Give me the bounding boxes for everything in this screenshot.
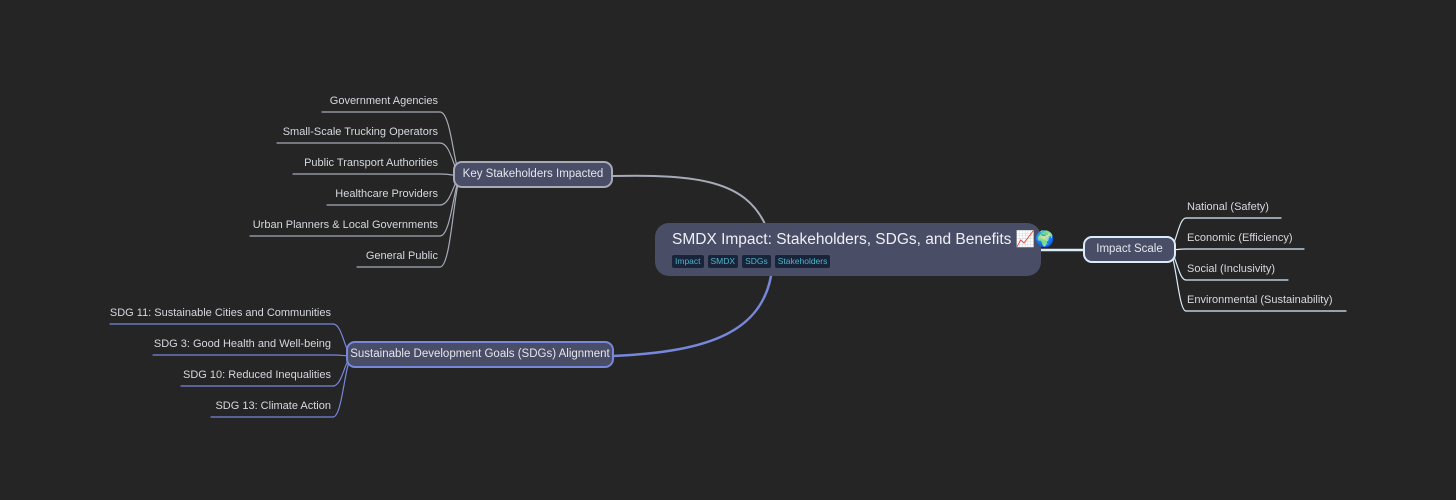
stakeholders-leaf-item[interactable]: Urban Planners & Local Governments <box>252 219 438 231</box>
scale-leaf-item[interactable]: Economic (Efficiency) <box>1187 232 1293 244</box>
stakeholders-leaf-item[interactable]: Small-Scale Trucking Operators <box>282 126 438 138</box>
root-tags: Impact SMDX SDGs Stakeholders <box>672 255 1041 268</box>
stakeholders-leaf-item[interactable]: General Public <box>365 250 438 262</box>
stakeholders-leaf-item[interactable]: Government Agencies <box>329 95 438 107</box>
scale-leaf-item[interactable]: Environmental (Sustainability) <box>1187 294 1333 306</box>
branch-impact-scale[interactable]: Impact Scale <box>1083 236 1176 263</box>
stakeholders-leaf-item[interactable]: Public Transport Authorities <box>304 157 438 169</box>
connector-root-stakeholders <box>612 174 766 225</box>
tag-stakeholders[interactable]: Stakeholders <box>774 255 831 268</box>
branch-key-stakeholders[interactable]: Key Stakeholders Impacted <box>453 161 613 188</box>
connector-root-sdgs <box>611 274 773 358</box>
stakeholders-leaf-item[interactable]: Healthcare Providers <box>335 188 438 200</box>
sdgs-leaf-item[interactable]: SDG 10: Reduced Inequalities <box>183 369 331 381</box>
root-node[interactable]: SMDX Impact: Stakeholders, SDGs, and Ben… <box>655 223 1055 276</box>
sdgs-leaf-item[interactable]: SDG 11: Sustainable Cities and Communiti… <box>109 307 331 319</box>
tag-smdx[interactable]: SMDX <box>707 255 739 268</box>
scale-leaf-item[interactable]: Social (Inclusivity) <box>1187 263 1276 275</box>
root-title: SMDX Impact: Stakeholders, SDGs, and Ben… <box>672 231 1055 248</box>
tag-sdgs[interactable]: SDGs <box>742 255 771 268</box>
sdgs-leaf-item[interactable]: SDG 3: Good Health and Well-being <box>153 338 331 350</box>
scale-leaf-item[interactable]: National (Safety) <box>1187 201 1269 213</box>
tag-impact[interactable]: Impact <box>672 255 704 268</box>
sdgs-leaf-item[interactable]: SDG 13: Climate Action <box>215 400 331 412</box>
branch-sdg-alignment[interactable]: Sustainable Development Goals (SDGs) Ali… <box>346 341 614 368</box>
stakeholders-leaf-connector <box>439 175 463 268</box>
